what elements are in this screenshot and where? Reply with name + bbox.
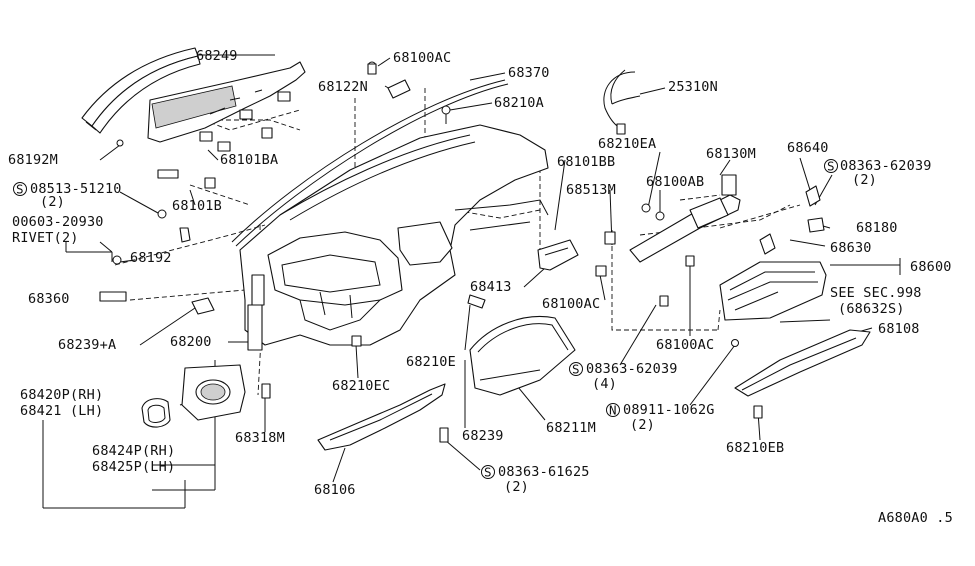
label-68101B: 68101B xyxy=(172,198,222,214)
label-68122N: 68122N xyxy=(318,79,368,95)
label-68108: 68108 xyxy=(878,321,920,337)
label-rivet: RIVET(2) xyxy=(12,230,79,246)
screw-symbol-icon xyxy=(481,465,495,479)
lower-cover-68106 xyxy=(317,383,446,451)
label-68249: 68249 xyxy=(196,48,238,64)
label-68413: 68413 xyxy=(470,279,512,295)
label-68239A: 68239+A xyxy=(58,337,116,353)
windshield-molding xyxy=(231,79,509,247)
side-vent xyxy=(141,364,246,428)
label-68640: 68640 xyxy=(787,140,829,156)
part-labels: 68249 68100AC 68370 68122N 25310N 68210A… xyxy=(8,48,953,526)
clip-68640 xyxy=(805,185,825,233)
label-68210EA: 68210EA xyxy=(598,136,656,152)
label-68100AC-mid: 68100AC xyxy=(542,296,600,312)
label-25310N: 25310N xyxy=(668,79,718,95)
clips-68101BA xyxy=(116,91,291,189)
defroster-nozzle xyxy=(147,61,306,143)
screw-68210A xyxy=(441,105,451,124)
label-68210A: 68210A xyxy=(494,95,544,111)
label-68100AC-low: 68100AC xyxy=(656,337,714,353)
bracket-68122N xyxy=(367,61,411,99)
label-68100AC-top: 68100AC xyxy=(393,50,451,66)
meter-hood xyxy=(469,316,576,396)
label-qty-2-c: (2) xyxy=(630,417,655,433)
label-68424P: 68424P(RH) xyxy=(92,443,175,459)
label-68318M: 68318M xyxy=(235,430,285,446)
defroster-duct xyxy=(81,47,201,134)
harness-25310N xyxy=(603,69,641,135)
symbol-s-2: S xyxy=(827,159,835,174)
label-68101BA: 68101BA xyxy=(220,152,278,168)
brackets-left xyxy=(99,291,215,315)
label-68210EC: 68210EC xyxy=(332,378,390,394)
label-68192M: 68192M xyxy=(8,152,58,168)
glove-box xyxy=(719,233,827,321)
screw-symbol-icon xyxy=(824,159,838,173)
label-68106: 68106 xyxy=(314,482,356,498)
diagram-code: A680A0 .5 xyxy=(878,510,953,526)
bracket-68413 xyxy=(537,239,579,271)
label-68239: 68239 xyxy=(462,428,504,444)
label-68632S: (68632S) xyxy=(838,301,905,317)
label-68421: 68421 (LH) xyxy=(20,403,103,419)
label-00603-20930: 00603-20930 xyxy=(12,214,104,230)
screw-symbol-icon xyxy=(13,182,27,196)
label-68513M: 68513M xyxy=(566,182,616,198)
label-68420P: 68420P(RH) xyxy=(20,387,103,403)
symbol-n-1: N xyxy=(609,403,617,418)
label-qty-2-a: (2) xyxy=(852,172,877,188)
label-68370: 68370 xyxy=(508,65,550,81)
label-08363-62039-b: 08363-62039 xyxy=(586,361,678,377)
label-68630: 68630 xyxy=(830,240,872,256)
symbol-s-1: S xyxy=(16,182,24,197)
fasteners xyxy=(112,203,763,443)
label-08513-51210: 08513-51210 xyxy=(30,181,122,197)
label-68130M: 68130M xyxy=(706,146,756,162)
symbol-s-4: S xyxy=(484,465,492,480)
label-68100AB: 68100AB xyxy=(646,174,704,190)
label-see-sec-998: SEE SEC.998 xyxy=(830,285,922,301)
label-68600: 68600 xyxy=(910,259,952,275)
instrument-panel xyxy=(239,124,549,351)
label-68210EB: 68210EB xyxy=(726,440,784,456)
label-qty-4: (4) xyxy=(592,376,617,392)
label-68425P: 68425P(LH) xyxy=(92,459,175,475)
screw-symbol-icon xyxy=(569,362,583,376)
label-08363-62039-a: 08363-62039 xyxy=(840,158,932,174)
screw-symbols: S S S S N xyxy=(13,159,838,480)
label-68200: 68200 xyxy=(170,334,212,350)
label-08911-1062G: 08911-1062G xyxy=(623,402,715,418)
label-68210E: 68210E xyxy=(406,354,456,370)
trim-68108 xyxy=(734,329,871,397)
label-68360: 68360 xyxy=(28,291,70,307)
label-68180: 68180 xyxy=(856,220,898,236)
label-qty-2-d: (2) xyxy=(504,479,529,495)
symbol-s-3: S xyxy=(572,362,580,377)
label-qty-2-b: (2) xyxy=(40,194,65,210)
nut-symbol-icon xyxy=(606,403,620,417)
bracket-68130M xyxy=(629,174,741,263)
label-68192: 68192 xyxy=(130,250,172,266)
label-68101BB: 68101BB xyxy=(557,154,615,170)
label-68211M: 68211M xyxy=(546,420,596,436)
label-08363-61625: 08363-61625 xyxy=(498,464,590,480)
